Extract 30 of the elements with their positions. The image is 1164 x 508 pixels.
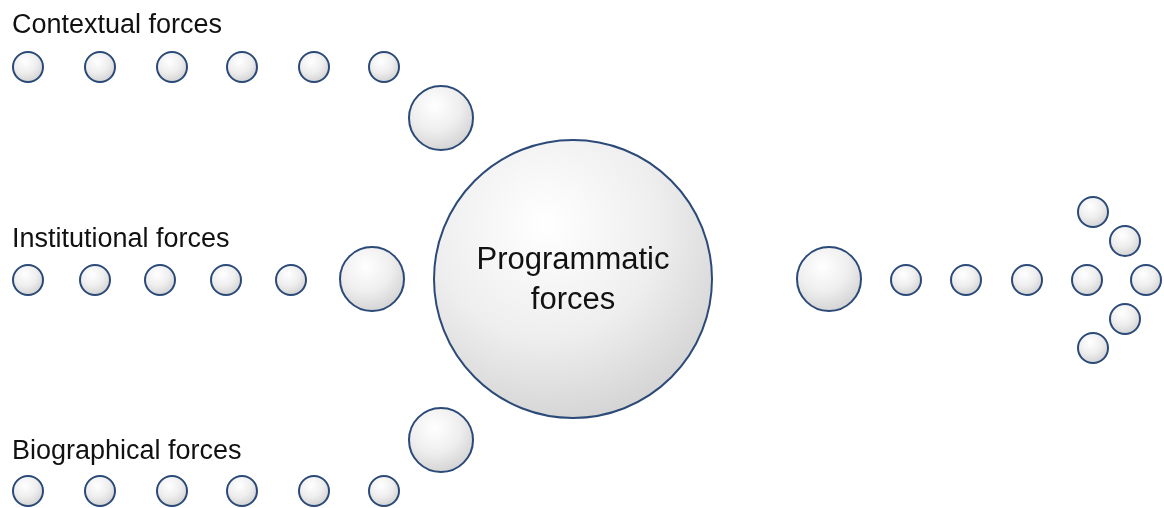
small-circle — [368, 51, 400, 83]
small-circle — [1071, 264, 1103, 296]
small-circle — [1109, 303, 1141, 335]
small-circle — [1077, 196, 1109, 228]
small-circle — [950, 264, 982, 296]
small-circle — [84, 51, 116, 83]
small-circle — [226, 475, 258, 507]
small-circle — [210, 264, 242, 296]
small-circle — [298, 475, 330, 507]
small-circle — [156, 475, 188, 507]
group-heading: Institutional forces — [12, 224, 230, 254]
center-circle: Programmatic forces — [433, 139, 713, 419]
small-circle — [1130, 264, 1162, 296]
small-circle — [12, 264, 44, 296]
small-circle — [1077, 332, 1109, 364]
small-circle — [84, 475, 116, 507]
small-circle — [1109, 225, 1141, 257]
small-circle — [12, 51, 44, 83]
small-circle — [226, 51, 258, 83]
group-heading: Contextual forces — [12, 10, 223, 40]
small-circle — [890, 264, 922, 296]
group-heading: Biographical forces — [12, 436, 242, 466]
small-circle — [144, 264, 176, 296]
small-circle — [156, 51, 188, 83]
small-circle — [275, 264, 307, 296]
small-circle — [298, 51, 330, 83]
small-circle — [79, 264, 111, 296]
small-circle — [12, 475, 44, 507]
small-circle — [1011, 264, 1043, 296]
small-circle — [368, 475, 400, 507]
